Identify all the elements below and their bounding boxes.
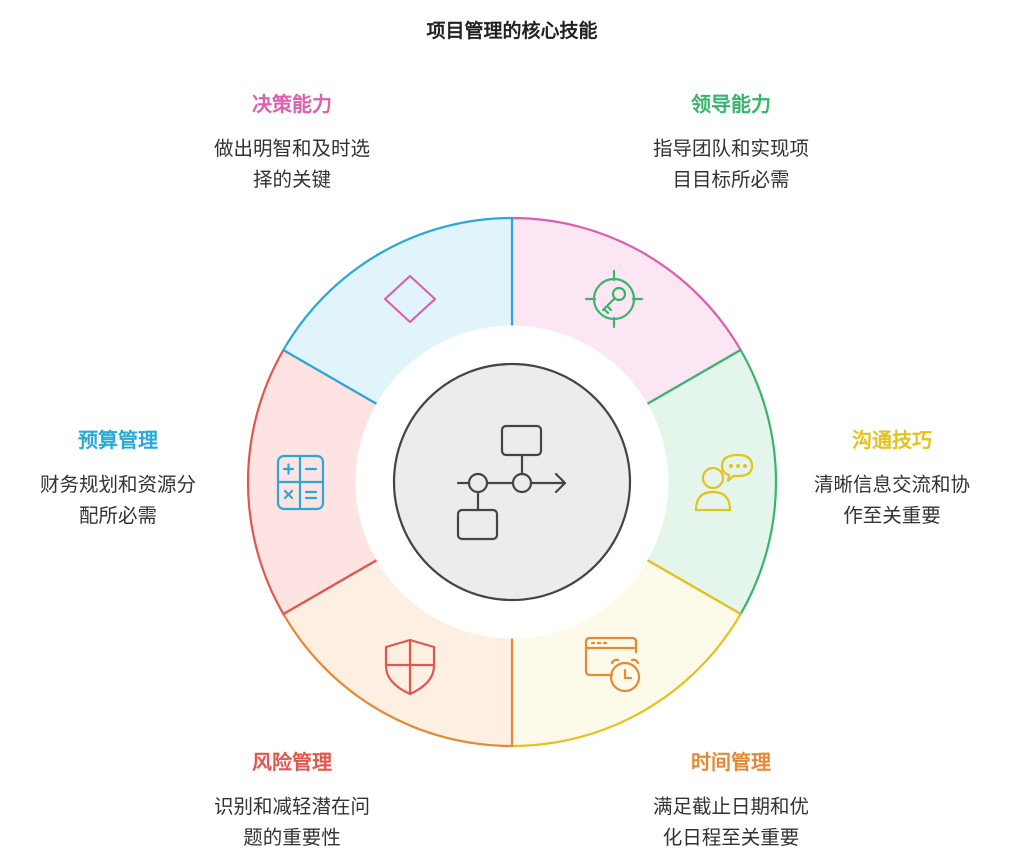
label-budget: 预算管理 财务规划和资源分 配所必需 — [0, 424, 248, 531]
label-leadership-desc-2: 目目标所必需 — [672, 168, 790, 191]
label-decision-title: 决策能力 — [252, 92, 332, 116]
label-communication-desc-2: 作至关重要 — [843, 504, 941, 527]
chat-person-icon — [694, 453, 754, 512]
label-communication-title: 沟通技巧 — [852, 428, 932, 452]
label-risk-desc-1: 识别和减轻潜在问 — [213, 795, 370, 818]
label-decision: 决策能力 做出明智和及时选 择的关键 — [162, 88, 422, 195]
label-decision-desc-1: 做出明智和及时选 — [213, 137, 370, 160]
label-time-desc-1: 满足截止日期和优 — [652, 795, 809, 818]
label-leadership-desc-1: 指导团队和实现项 — [652, 137, 809, 160]
workflow-icon — [456, 424, 567, 541]
label-risk-desc-2: 题的重要性 — [243, 826, 341, 849]
label-time-title: 时间管理 — [691, 750, 771, 774]
label-leadership: 领导能力 指导团队和实现项 目目标所必需 — [601, 88, 861, 195]
label-budget-desc-2: 配所必需 — [78, 504, 157, 527]
diagram-title: 项目管理的核心技能 — [426, 20, 598, 42]
target-key-icon — [584, 269, 644, 329]
calendar-clock-icon — [584, 636, 641, 693]
calculator-icon — [276, 454, 325, 511]
label-leadership-title: 领导能力 — [691, 92, 771, 116]
label-budget-desc-1: 财务规划和资源分 — [39, 473, 196, 496]
label-risk-title: 风险管理 — [252, 750, 332, 774]
label-communication: 沟通技巧 清晰信息交流和协 作至关重要 — [762, 424, 1022, 531]
label-decision-desc-2: 择的关键 — [252, 168, 331, 191]
label-budget-title: 预算管理 — [78, 428, 158, 452]
label-time-desc-2: 化日程至关重要 — [662, 826, 800, 849]
label-risk: 风险管理 识别和减轻潜在问 题的重要性 — [162, 746, 422, 853]
shield-icon — [384, 638, 436, 696]
label-communication-desc-1: 清晰信息交流和协 — [813, 473, 970, 496]
label-time: 时间管理 满足截止日期和优 化日程至关重要 — [601, 746, 861, 853]
diamond-icon — [383, 274, 437, 324]
